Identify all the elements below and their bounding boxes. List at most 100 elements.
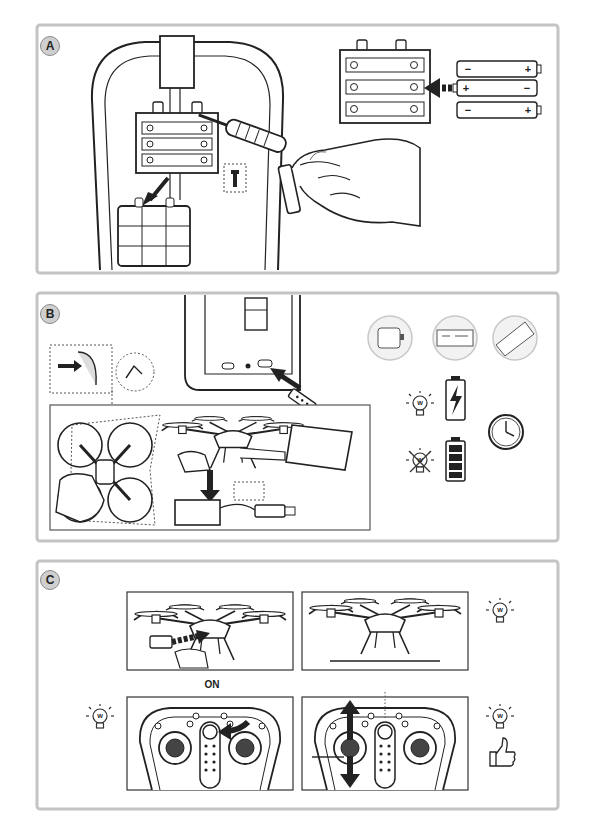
line-art <box>56 474 104 522</box>
line-art <box>222 363 234 369</box>
line-art <box>330 193 360 198</box>
polarity-mark: − <box>524 83 530 94</box>
line-art <box>340 774 360 788</box>
line-art <box>310 152 326 160</box>
bulb-logo: W <box>97 713 103 719</box>
line-art <box>50 405 370 530</box>
icon-instance <box>406 448 434 472</box>
line-art <box>175 649 208 668</box>
line-art <box>166 206 167 266</box>
line-art <box>457 61 537 77</box>
section-badge: B <box>40 304 60 324</box>
line-art <box>496 322 534 356</box>
line-art <box>175 500 220 525</box>
line-art <box>112 390 113 405</box>
line-art <box>340 50 430 123</box>
line-art <box>312 756 344 757</box>
line-art <box>424 78 440 98</box>
section-letter: C <box>46 574 55 586</box>
line-art <box>505 421 506 432</box>
line-art <box>264 133 269 146</box>
line-art <box>411 62 418 69</box>
icon-instance <box>86 704 114 728</box>
line-art <box>166 198 174 207</box>
line-art <box>118 226 190 227</box>
line-art <box>224 118 288 154</box>
polarity-mark: + <box>525 105 531 116</box>
line-art <box>246 364 251 369</box>
polarity-mark: + <box>525 64 531 75</box>
line-art <box>410 452 430 472</box>
line-art <box>136 113 218 173</box>
line-art <box>437 330 473 346</box>
line-art <box>346 80 424 94</box>
line-art <box>142 192 158 206</box>
line-art <box>142 154 212 166</box>
line-art <box>196 630 210 644</box>
line-art <box>449 445 462 452</box>
line-art <box>410 452 430 472</box>
line-art <box>318 175 350 180</box>
line-art <box>74 360 82 372</box>
line-art <box>346 58 424 72</box>
icon-instance <box>140 708 280 790</box>
line-art <box>493 316 537 360</box>
line-art <box>368 316 412 360</box>
bulb-logo: W <box>417 400 423 406</box>
icon-instance <box>486 704 514 728</box>
line-art <box>220 504 255 510</box>
line-art <box>207 470 213 490</box>
line-art <box>330 660 440 661</box>
line-art <box>37 25 558 273</box>
line-art <box>450 385 462 415</box>
polarity-mark: − <box>465 105 471 116</box>
line-art <box>224 164 246 192</box>
line-art <box>245 298 267 330</box>
line-art <box>50 345 112 393</box>
line-art <box>302 592 468 670</box>
line-art <box>351 106 358 113</box>
line-art <box>160 36 194 88</box>
line-art <box>347 712 353 740</box>
line-art <box>385 690 386 718</box>
line-art <box>455 336 468 337</box>
bulb-logo: W <box>417 457 423 463</box>
line-art <box>340 700 360 714</box>
icon-instance <box>486 598 514 622</box>
line-art <box>451 376 460 380</box>
polarity-mark: + <box>463 83 469 94</box>
panel-b <box>37 293 558 541</box>
line-art <box>285 507 295 515</box>
icon-instance <box>134 605 286 660</box>
icon-instance <box>315 708 455 790</box>
icon-instance <box>406 391 434 415</box>
line-art <box>127 697 293 790</box>
line-art <box>411 106 418 113</box>
section-letter: B <box>46 308 55 320</box>
line-art <box>245 126 250 139</box>
line-art <box>489 415 523 449</box>
line-art <box>178 452 210 473</box>
line-art <box>142 206 143 266</box>
line-art <box>295 395 299 399</box>
line-art <box>196 107 288 154</box>
line-art <box>449 472 462 478</box>
line-art <box>492 418 520 446</box>
line-art <box>378 328 400 348</box>
line-art <box>118 206 190 266</box>
line-art <box>218 723 231 740</box>
line-art <box>292 139 420 226</box>
line-art <box>142 138 212 150</box>
line-art <box>449 454 462 461</box>
line-art <box>58 364 76 368</box>
line-art <box>300 162 340 166</box>
line-art <box>147 141 153 147</box>
line-art <box>142 122 212 134</box>
line-art <box>172 636 198 642</box>
icon-instance <box>309 599 461 654</box>
line-art <box>537 65 541 73</box>
line-art <box>255 505 285 517</box>
line-art <box>453 84 457 92</box>
line-art <box>231 170 239 174</box>
